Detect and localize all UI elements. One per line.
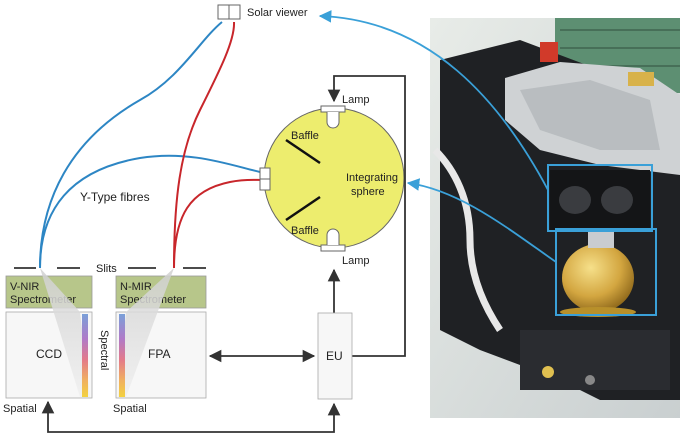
baffle-bottom-label: Baffle: [291, 225, 319, 237]
baffle-top-line: [285, 138, 321, 165]
lamp-top-label: Lamp: [342, 94, 370, 106]
y-type-fibres-label: Y-Type fibres: [80, 190, 150, 204]
solar-viewer-callout: [547, 164, 653, 232]
sphere-callout: [555, 228, 657, 316]
sphere-callout-arrow: [406, 178, 557, 263]
spectral-label: Spectral: [98, 330, 110, 370]
sphere-label-line1: Integrating: [346, 172, 398, 184]
sphere-label-line2: sphere: [351, 186, 385, 198]
eu-box: [317, 312, 353, 400]
spatial-left-label: Spatial: [3, 403, 37, 415]
nmir-label-line1: N-MIR: [120, 281, 152, 293]
fpa-spectrum-bar: [119, 314, 125, 397]
spatial-right-label: Spatial: [113, 403, 147, 415]
blue-fibre-sphere: [39, 154, 261, 269]
fpa-label: FPA: [148, 347, 170, 361]
lamp-top: [320, 105, 346, 129]
ccd-light-cone: [40, 268, 90, 397]
ccd-label: CCD: [36, 347, 62, 361]
solar-viewer-box: [217, 4, 241, 20]
vnir-label-line1: V-NIR: [10, 281, 39, 293]
solar-viewer-label: Solar viewer: [247, 7, 308, 19]
baffle-bottom-line: [285, 195, 321, 222]
baffle-top-label: Baffle: [291, 130, 319, 142]
ccd-eu-loop-arrow: [41, 400, 341, 433]
blue-fibre-solar: [39, 21, 223, 269]
slits-label: Slits: [96, 263, 117, 275]
eu-to-lamp-top-arrow: [327, 75, 406, 357]
lamp-bottom-label: Lamp: [342, 255, 370, 267]
ccd-spectrum-bar: [82, 314, 88, 397]
lamp-bottom: [320, 228, 346, 252]
red-fibre-sphere: [173, 178, 263, 269]
solar-viewer-callout-arrow: [318, 10, 549, 191]
fpa-light-cone: [118, 268, 174, 397]
instrument-photo: [430, 18, 680, 418]
red-fibre-solar: [173, 21, 236, 269]
eu-label: EU: [326, 349, 343, 363]
sphere-port: [259, 167, 271, 191]
